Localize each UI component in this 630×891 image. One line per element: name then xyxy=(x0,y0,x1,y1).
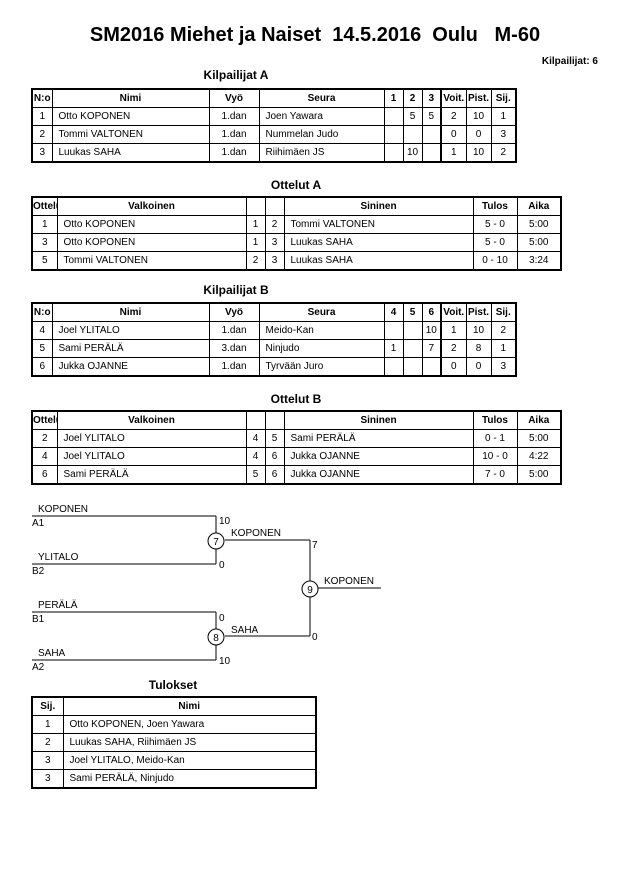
pool-b-heading: Kilpailijat B xyxy=(203,283,269,297)
cell-time: 4:22 xyxy=(516,447,562,466)
bracket-semi1-top-name: KOPONEN xyxy=(38,504,88,515)
cell-time: 5:00 xyxy=(516,465,562,485)
page-title: SM2016 Miehet ja Naiset 14.5.2016 Oulu M… xyxy=(89,24,541,46)
cell-time: 5:00 xyxy=(516,233,562,252)
cell-place: 2 xyxy=(31,733,64,752)
bracket-semi1-winner: KOPONEN xyxy=(231,528,281,539)
bracket-final-bottom-score: 0 xyxy=(312,632,318,643)
bracket-semi2-top-seed: B1 xyxy=(32,614,45,625)
bracket-semi2-winner: SAHA xyxy=(231,625,259,636)
table-header-row: Sij.Nimi xyxy=(31,696,317,716)
cell-name: Luukas SAHA, Riihimäen JS xyxy=(62,733,317,752)
cell-name: Tommi VALTONEN xyxy=(51,125,210,144)
cell-white: Sami PERÄLÄ xyxy=(56,465,247,485)
cell-club: Riihimäen JS xyxy=(258,143,385,163)
bracket-semi1-bottom-name: YLITALO xyxy=(38,552,79,563)
bracket-final-top-score: 7 xyxy=(312,540,318,551)
cell-wins: 1 xyxy=(440,143,467,163)
bracket-semi2-bottom-seed: A2 xyxy=(32,662,45,673)
bracket-semi1-top-score: 10 xyxy=(219,516,231,527)
cell-name: Sami PERÄLÄ xyxy=(51,339,210,358)
bracket-semi1-bottom-score: 0 xyxy=(219,560,225,571)
table-header-row: OtteluValkoinenSininenTulosAika xyxy=(31,196,562,216)
matches-a-heading: Ottelut A xyxy=(270,178,322,192)
cell-time: 3:24 xyxy=(516,251,562,271)
cell-name: Joel YLITALO, Meido-Kan xyxy=(62,751,317,770)
results-heading: Tulokset xyxy=(148,678,198,692)
cell-result: 5 - 0 xyxy=(472,233,518,252)
cell-belt: 1.dan xyxy=(208,125,260,144)
pool-a-heading: Kilpailijat A xyxy=(203,68,269,82)
bracket-match-9-number: 9 xyxy=(307,585,313,596)
bracket-match-7-number: 7 xyxy=(213,537,219,548)
bracket-semi1-bottom-seed: B2 xyxy=(32,566,45,577)
cell-club: Tyrvään Juro xyxy=(258,357,385,377)
cell-belt: 1.dan xyxy=(208,143,260,163)
cell-white: Tommi VALTONEN xyxy=(56,251,247,271)
cell-place: 3 xyxy=(31,769,64,789)
bracket-semi2-top-score: 0 xyxy=(219,613,225,624)
cell-place: 1 xyxy=(490,107,517,126)
cell-place: 1 xyxy=(490,339,517,358)
cell-name: Sami PERÄLÄ, Ninjudo xyxy=(62,769,317,789)
bracket-semi1-top-seed: A1 xyxy=(32,518,45,529)
competitor-count: Kilpailijat: 6 xyxy=(541,56,598,67)
cell-place: 2 xyxy=(490,143,517,163)
cell-points: 8 xyxy=(465,339,492,358)
cell-club: Ninjudo xyxy=(258,339,385,358)
cell-place: 3 xyxy=(31,751,64,770)
bracket-semi2-top-name: PERÄLÄ xyxy=(38,599,78,611)
cell-number: 3 xyxy=(31,143,53,163)
header-place: Sij. xyxy=(31,696,64,716)
matches-b-heading: Ottelut B xyxy=(270,392,322,406)
bracket-final-winner: KOPONEN xyxy=(324,576,374,587)
cell-number: 6 xyxy=(31,357,53,377)
cell-place: 3 xyxy=(490,125,517,144)
bracket-semi2-bottom-score: 10 xyxy=(219,656,231,667)
bracket-match-8-number: 8 xyxy=(213,633,219,644)
cell-name: Otto KOPONEN, Joen Yawara xyxy=(62,715,317,734)
cell-place: 1 xyxy=(31,715,64,734)
cell-place: 3 xyxy=(490,357,517,377)
header-name: Nimi xyxy=(62,696,317,716)
bracket-semi2-bottom-name: SAHA xyxy=(38,648,66,659)
